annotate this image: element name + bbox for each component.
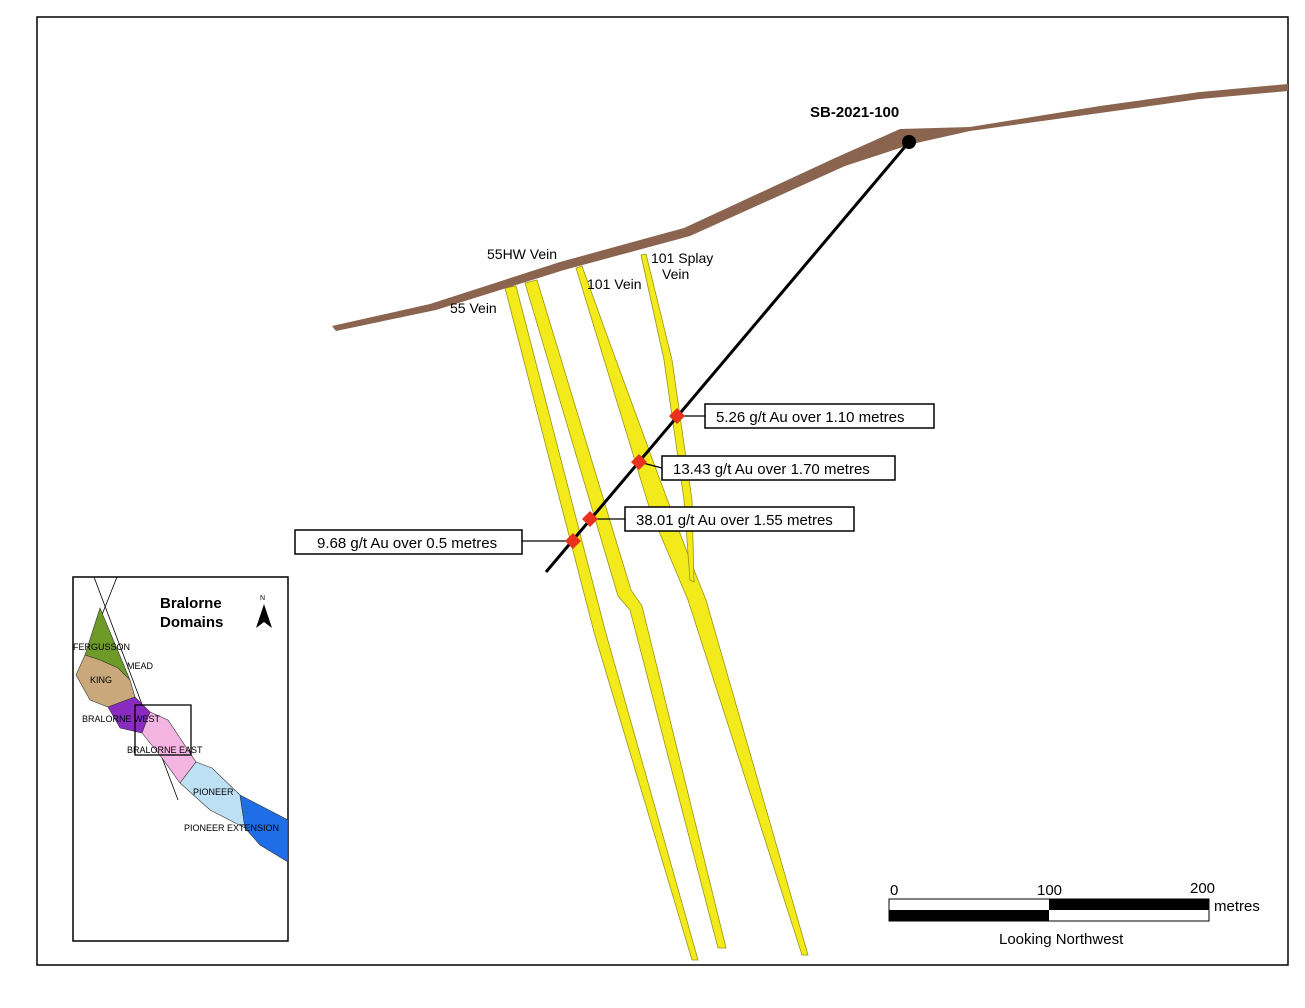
vein-55 <box>504 285 699 961</box>
inset-label-bralorne-east: BRALORNE EAST <box>127 745 203 755</box>
intercept-label-3: 38.01 g/t Au over 1.55 metres <box>624 506 855 532</box>
drillhole-collar <box>902 135 916 149</box>
vein-101-splay-label-2: Vein <box>662 266 689 282</box>
topography-surface <box>332 84 1288 331</box>
intercept-marker <box>565 533 581 549</box>
inset-label-king: KING <box>90 675 112 685</box>
intercept-markers <box>565 408 685 549</box>
intercept-marker <box>631 454 647 470</box>
drillhole-label: SB-2021-100 <box>810 104 899 121</box>
intercept-marker <box>669 408 685 424</box>
inset-label-fergusson: FERGUSSON <box>73 642 130 652</box>
intercept-label-text: 5.26 g/t Au over 1.10 metres <box>716 409 904 426</box>
view-direction: Looking Northwest <box>999 931 1124 948</box>
inset-label-bralorne-west: BRALORNE WEST <box>82 714 161 724</box>
vein-55hw <box>524 279 727 949</box>
vein-55-label: 55 Vein <box>450 300 497 316</box>
inset-label-mead: MEAD <box>127 661 154 671</box>
north-label: N <box>260 595 265 602</box>
intercept-label-1: 5.26 g/t Au over 1.10 metres <box>704 403 935 429</box>
inset-map: Bralorne Domains N FERGUSSON MEAD KING B… <box>72 576 289 942</box>
inset-title-2: Domains <box>160 614 223 631</box>
inset-title-1: Bralorne <box>160 595 222 612</box>
scale-tick-100: 100 <box>1037 882 1062 899</box>
north-arrow-icon <box>256 604 272 628</box>
intercept-label-2: 13.43 g/t Au over 1.70 metres <box>661 455 896 481</box>
scale-tick-200: 200 <box>1190 880 1215 897</box>
vein-101-splay <box>640 253 695 583</box>
domain-pioneer-extension <box>239 794 288 863</box>
intercept-label-text: 13.43 g/t Au over 1.70 metres <box>673 461 870 478</box>
scale-bar: 0 100 200 metres Looking Northwest <box>888 880 1260 948</box>
vein-101-splay-label-1: 101 Splay <box>651 250 713 266</box>
intercept-label-4: 9.68 g/t Au over 0.5 metres <box>294 529 523 555</box>
scale-tick-0: 0 <box>890 882 898 899</box>
intercept-label-text: 9.68 g/t Au over 0.5 metres <box>317 535 497 552</box>
intercept-label-text: 38.01 g/t Au over 1.55 metres <box>636 512 833 529</box>
scale-unit: metres <box>1214 898 1260 915</box>
inset-label-pioneer: PIONEER <box>193 787 234 797</box>
vein-101-label: 101 Vein <box>587 276 642 292</box>
intercept-marker <box>582 511 598 527</box>
drillhole-trace <box>544 141 911 573</box>
inset-location-box <box>134 704 192 756</box>
inset-label-pioneer-extension: PIONEER EXTENSION <box>184 823 279 833</box>
vein-101 <box>575 265 809 956</box>
veins <box>504 253 809 961</box>
vein-55hw-label: 55HW Vein <box>487 246 557 262</box>
